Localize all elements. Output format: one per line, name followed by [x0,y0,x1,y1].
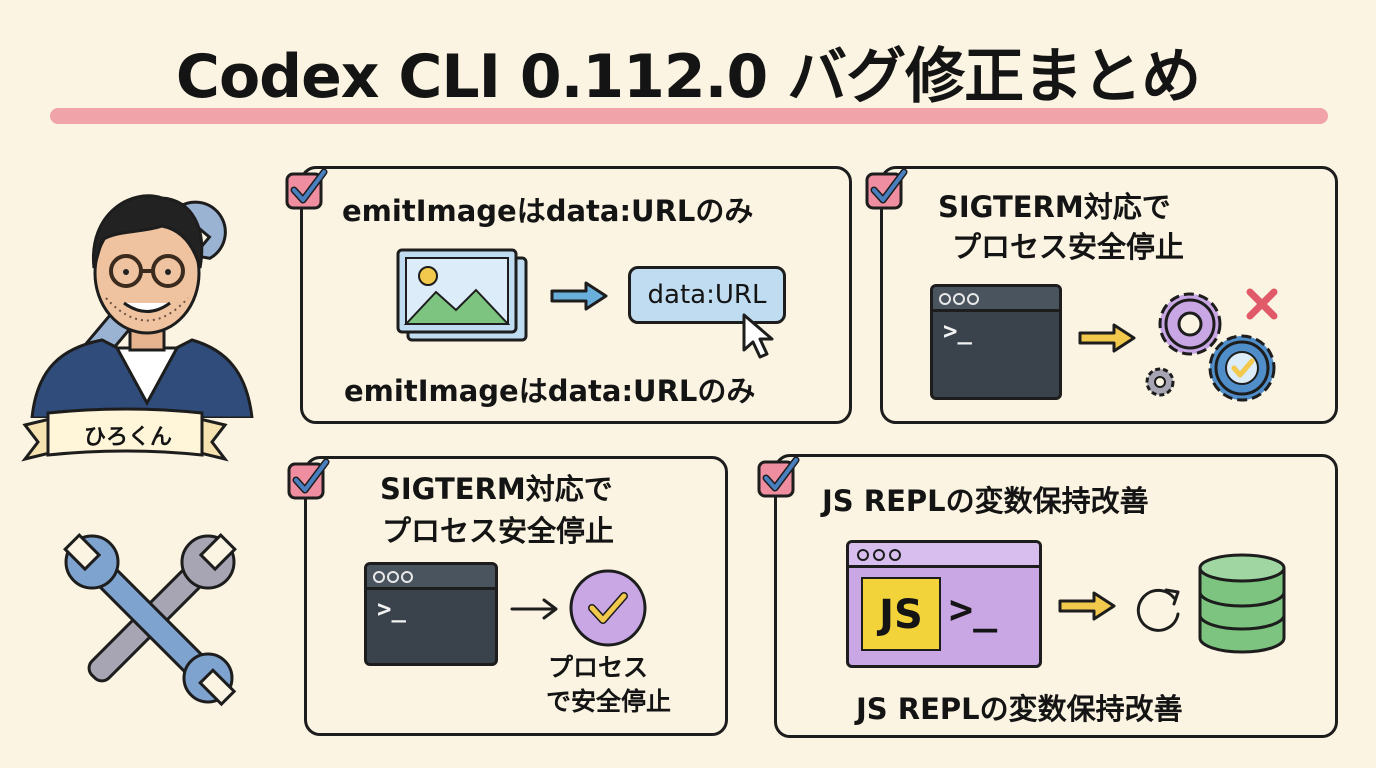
database-icon [1198,553,1286,654]
cursor-icon [742,313,774,359]
arrow-right-icon [1058,591,1116,621]
image-icon [396,248,528,342]
crossed-wrenches-icon [63,533,237,707]
terminal-prompt: >_ [949,587,998,633]
terminal-prompt: >_ [943,317,972,345]
card-sigterm-2 [304,456,728,736]
checkbox-checked-icon [865,168,908,210]
check-circle-icon [569,569,647,647]
check-gear-icon [1208,334,1276,402]
card-sigterm-2-title-line1: SIGTERM対応で [380,472,613,506]
card-emit-image-caption: emitImageはdata:URLのみ [344,374,756,408]
card-js-repl-caption: JS REPLの変数保持改善 [856,692,1183,726]
checkbox-checked-icon [285,168,328,210]
card-sigterm-2-caption-line1: プロセス [548,653,649,682]
arrow-right-icon [510,598,558,620]
card-sigterm-1-title-line1: SIGTERM対応で [938,190,1171,224]
js-terminal-icon: JS >_ [846,540,1042,668]
card-js-repl-title: JS REPLの変数保持改善 [822,484,1149,518]
data-url-badge: data:URL [628,266,786,324]
terminal-icon: >_ [364,562,498,666]
terminal-icon: >_ [930,284,1062,400]
character-avatar [30,194,254,418]
js-logo: JS [861,577,941,651]
card-sigterm-1-title-line2: プロセス安全停止 [952,230,1185,264]
title-highlight [50,108,1328,124]
card-emit-image-title: emitImageはdata:URLのみ [342,194,754,228]
character-name: ひろくん [83,425,172,450]
arrow-right-icon [1078,323,1136,353]
card-sigterm-2-caption-line2: で安全停止 [546,687,672,716]
arrow-right-icon [550,281,608,311]
card-sigterm-2-title-line2: プロセス安全停止 [382,514,615,548]
refresh-icon [1136,588,1180,632]
name-banner [21,407,229,462]
gears-icon [1145,288,1278,402]
x-icon [1246,288,1278,320]
page-title: Codex CLI 0.112.0 バグ修正まとめ [175,42,1201,112]
checkbox-checked-icon [287,458,330,500]
terminal-prompt: >_ [377,595,406,623]
checkbox-checked-icon [757,456,800,498]
